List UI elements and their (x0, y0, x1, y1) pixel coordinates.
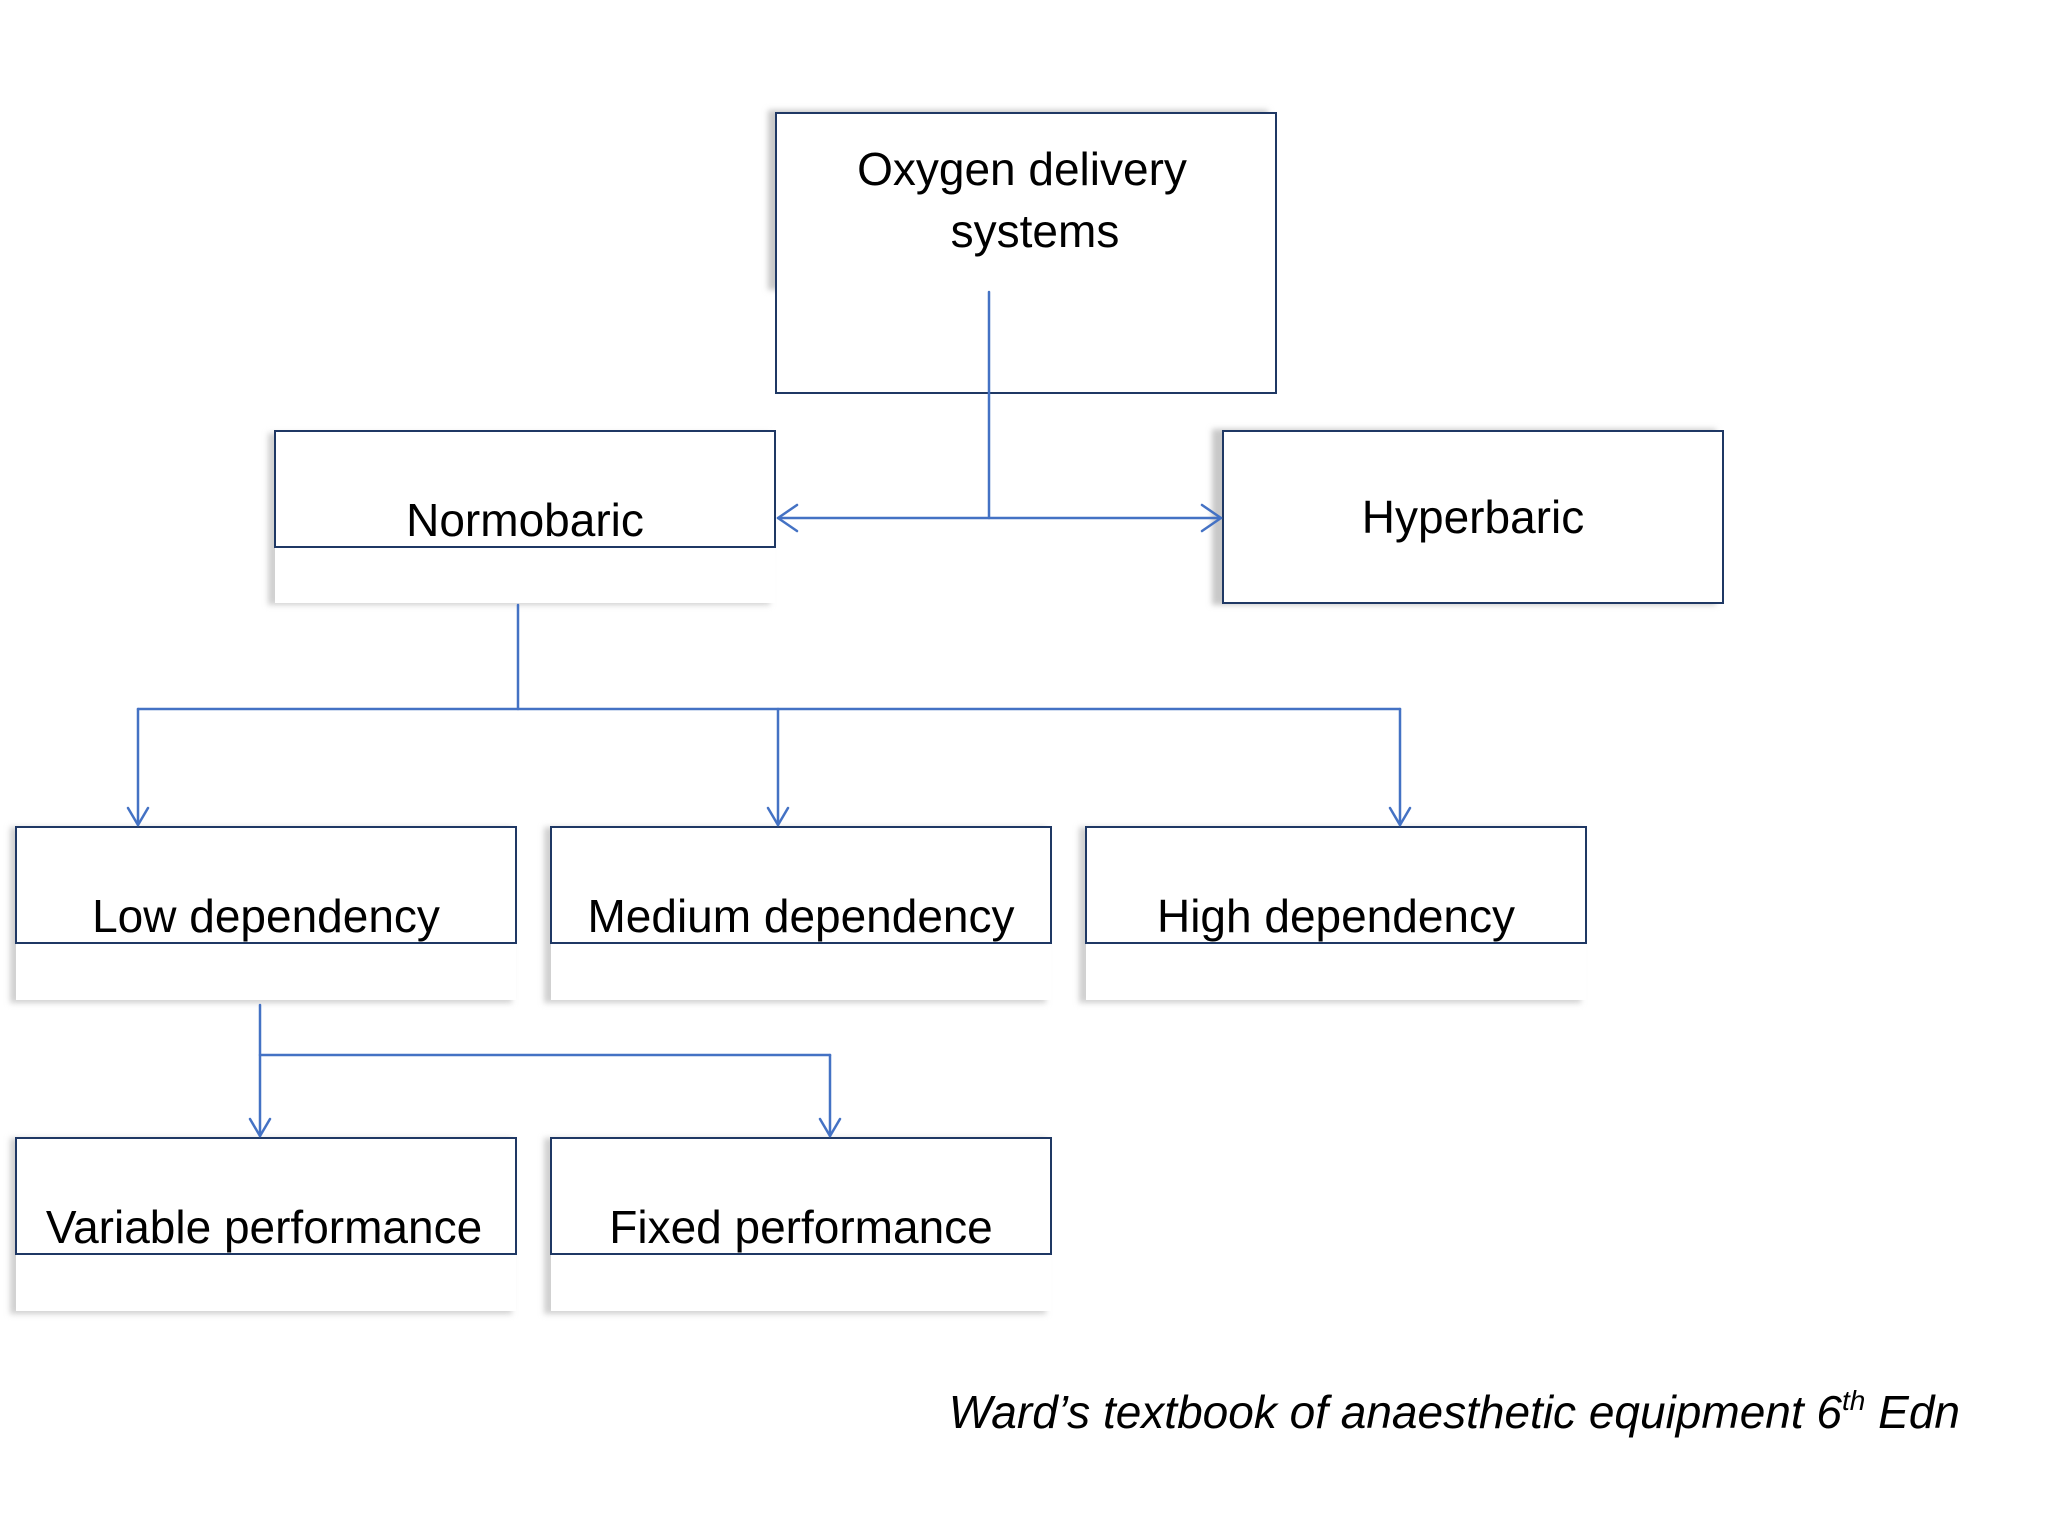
node-fixed-label: Fixed performance (609, 1201, 993, 1253)
node-normobaric: Normobaric (268, 430, 776, 605)
node-medium-dependency: Medium dependency (544, 826, 1052, 1003)
arrowhead-high (1388, 806, 1412, 827)
node-root-box (775, 112, 1277, 394)
node-fixed-box (550, 1137, 1052, 1255)
node-root-label-line1: Oxygen delivery (857, 143, 1187, 195)
node-variable-label: Variable performance (46, 1201, 482, 1253)
node-low-box (15, 826, 517, 944)
node-medium-box (550, 826, 1052, 944)
connectors (126, 290, 1412, 1138)
node-root: Oxygen delivery systems (768, 110, 1277, 394)
arrowhead-hyperbaric (1200, 503, 1223, 533)
node-low-dependency: Low dependency (10, 826, 517, 1003)
arrowhead-normobaric (776, 503, 799, 533)
citation-superscript: th (1842, 1385, 1866, 1416)
node-hyperbaric-label: Hyperbaric (1362, 491, 1584, 543)
node-low-label: Low dependency (92, 890, 440, 942)
citation-caption: Ward’s textbook of anaesthetic equipment… (900, 1385, 1960, 1439)
node-medium-label: Medium dependency (587, 890, 1014, 942)
node-high-box (1085, 826, 1587, 944)
node-normobaric-box (274, 430, 776, 548)
node-high-label: High dependency (1157, 890, 1515, 942)
citation-text: Ward’s textbook of anaesthetic equipment… (948, 1386, 1842, 1438)
arrowhead-low (126, 806, 150, 827)
node-root-label-line2: systems (951, 205, 1120, 257)
citation-suffix: Edn (1865, 1386, 1960, 1438)
arrowhead-fixed (818, 1117, 842, 1138)
node-normobaric-label: Normobaric (406, 494, 644, 546)
node-variable-box (15, 1137, 517, 1255)
node-hyperbaric-box (1222, 430, 1724, 604)
arrowhead-variable (248, 1117, 272, 1138)
node-hyperbaric: Hyperbaric (1212, 429, 1724, 605)
node-variable-performance: Variable performance (10, 1137, 517, 1314)
node-high-dependency: High dependency (1079, 826, 1587, 1003)
arrowhead-medium (766, 806, 790, 827)
node-fixed-performance: Fixed performance (544, 1137, 1052, 1314)
